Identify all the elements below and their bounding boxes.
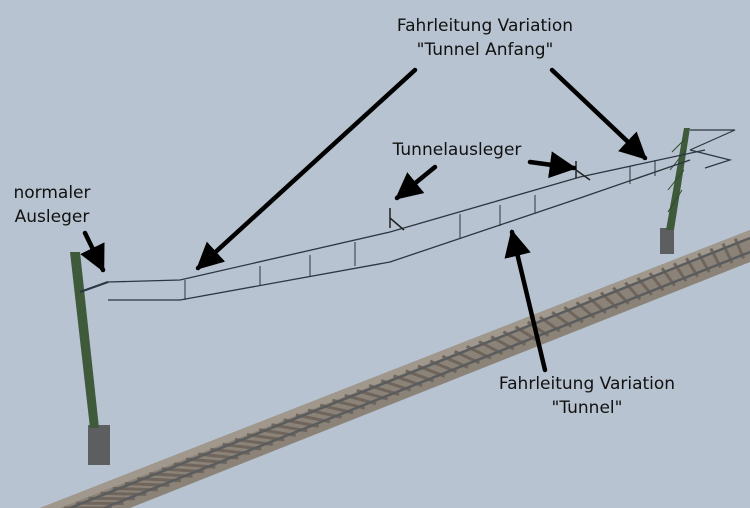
label-line: "Tunnel Anfang" (416, 40, 554, 60)
label-line: "Tunnel" (551, 398, 623, 418)
label-tunnel: Fahrleitung Variation "Tunnel" (472, 372, 702, 420)
arrow-tunnel (504, 229, 548, 373)
railway-track (40, 230, 750, 508)
rail-left (69, 236, 750, 508)
contact-wire-lower (108, 159, 691, 301)
tunnel-cantilever-1 (389, 208, 405, 231)
ballast-shoulder (40, 230, 750, 508)
label-tunnel-anfang: Fahrleitung Variation "Tunnel Anfang" (370, 14, 600, 62)
mast-right (660, 128, 736, 254)
label-tunnelausleger: Tunnelausleger (372, 138, 542, 162)
mast-pole (70, 252, 99, 428)
catenary (107, 149, 706, 301)
droppers (184, 160, 656, 300)
label-line: Ausleger (14, 207, 90, 227)
label-line: normaler (13, 183, 91, 203)
label-normaler-ausleger: normaler Ausleger (2, 181, 102, 229)
mast-arm (79, 281, 109, 293)
label-line: Fahrleitung Variation (396, 16, 574, 36)
mast-base (88, 425, 110, 465)
rail-right (103, 250, 750, 508)
label-line: Fahrleitung Variation (498, 374, 676, 394)
mast-base (660, 228, 674, 254)
arrow-tunnel-anfang-right (549, 67, 648, 161)
contact-wire-upper (107, 149, 706, 283)
arrow-normaler-ausleger (80, 230, 106, 273)
arrow-tunnel-anfang-left (195, 67, 418, 271)
arrow-tunnelausleger-right (527, 151, 577, 179)
mast-lattice (667, 139, 687, 213)
arrow-tunnelausleger-left (394, 164, 438, 201)
mast-left (70, 252, 110, 465)
mast-pole (666, 128, 690, 230)
label-line: Tunnelausleger (392, 140, 522, 160)
arrows (80, 67, 648, 373)
mast-arm (689, 129, 736, 169)
